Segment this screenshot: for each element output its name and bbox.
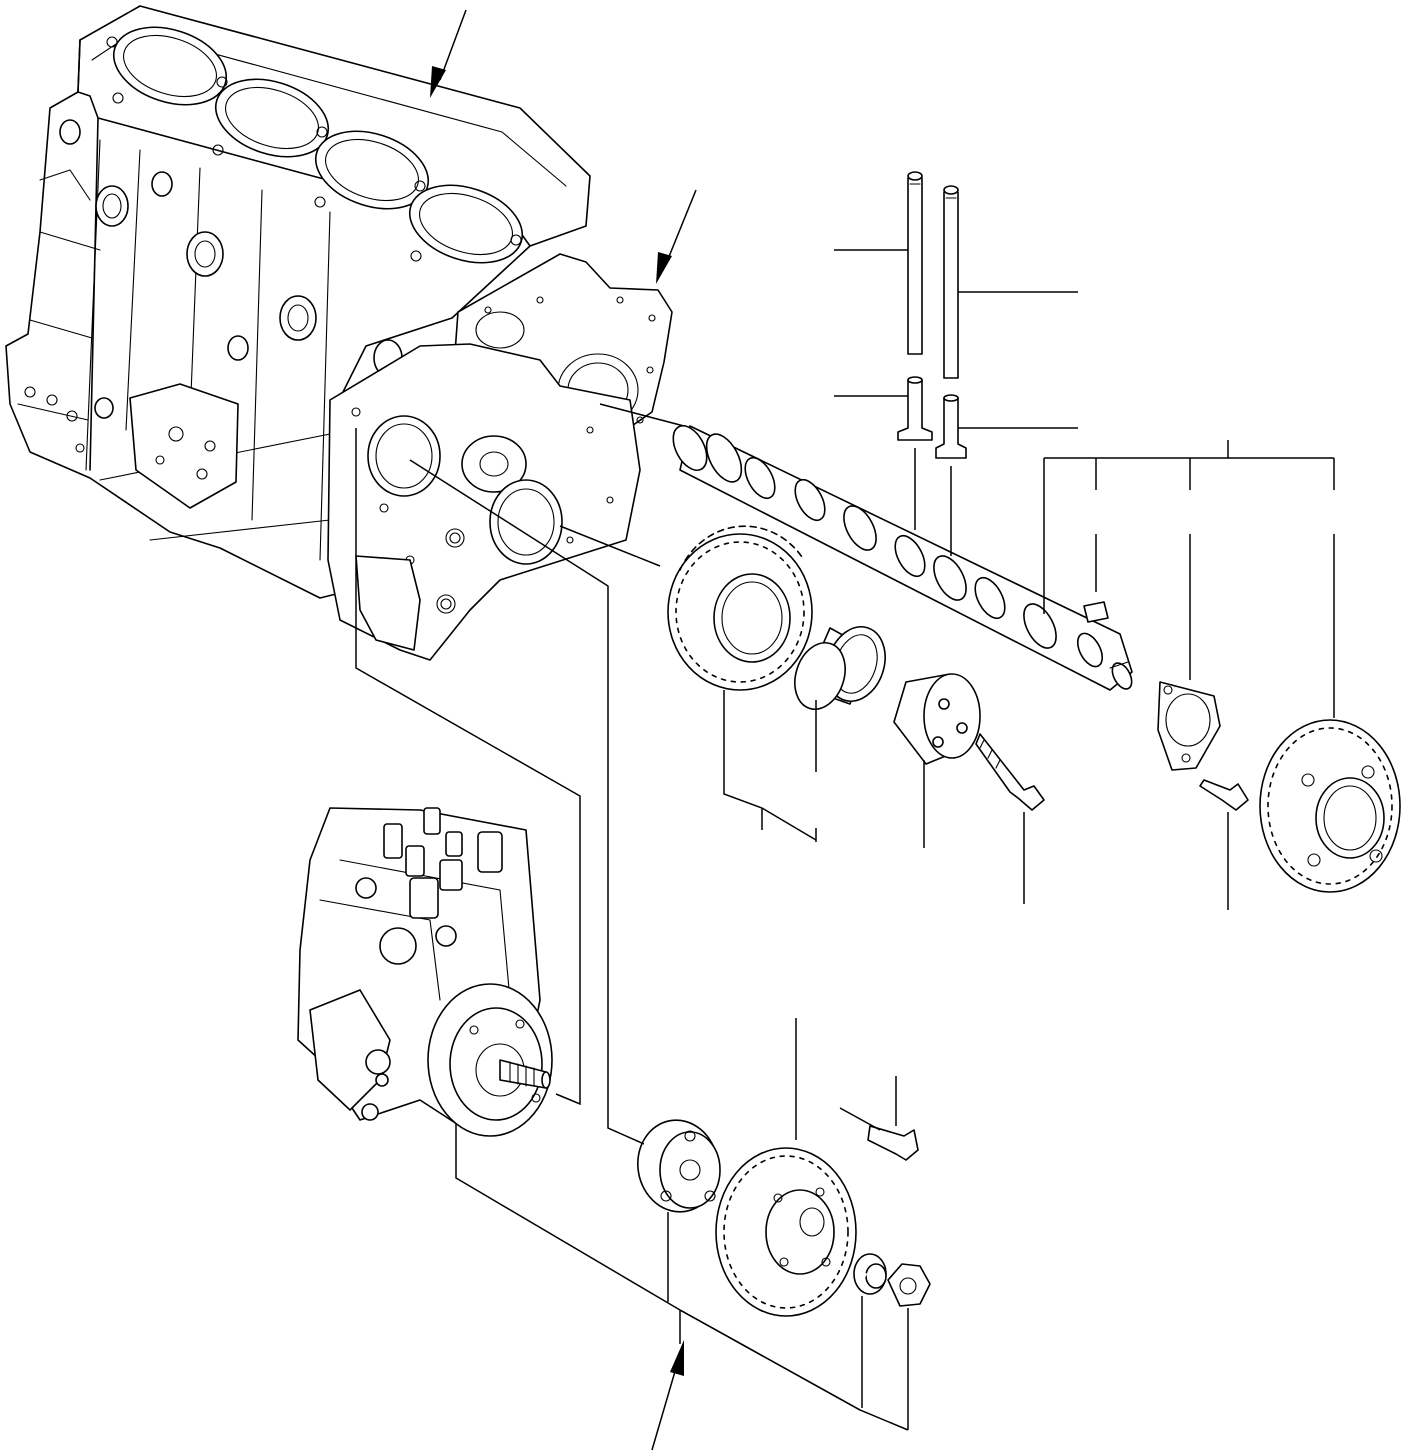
camshaft-gear xyxy=(1259,719,1401,893)
injection-pump xyxy=(297,807,553,1137)
push-rods xyxy=(907,171,959,379)
idler-bolt xyxy=(975,733,1045,811)
pump-gear-bolt xyxy=(867,1125,919,1161)
pump-flange-hub xyxy=(637,1119,721,1213)
rear-plate xyxy=(327,343,641,661)
thrust-plate-bolt xyxy=(1199,779,1249,811)
idler-shaft xyxy=(893,673,981,765)
camshaft xyxy=(672,425,1133,691)
pump-drive-gear xyxy=(715,1147,857,1317)
cylinder-block xyxy=(5,5,591,599)
idler-gear xyxy=(667,525,813,691)
hex-nut xyxy=(887,1263,931,1307)
woodruff-key xyxy=(1083,601,1109,623)
thrust-plate xyxy=(1157,681,1221,771)
leader-lines xyxy=(355,9,1335,1451)
spring-washer xyxy=(853,1253,887,1295)
idler-bushing xyxy=(794,626,886,710)
tappets xyxy=(897,376,967,459)
